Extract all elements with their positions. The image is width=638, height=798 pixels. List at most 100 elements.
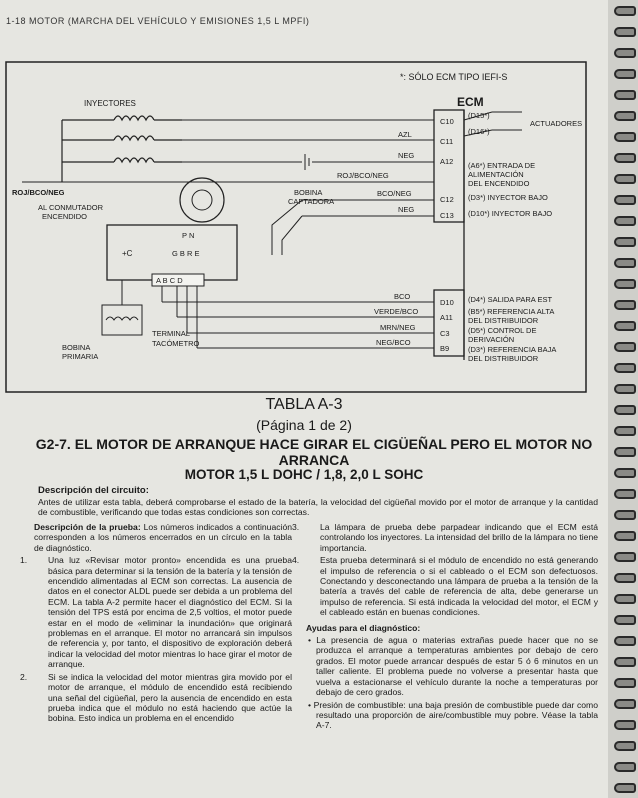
wire-bco: BCO xyxy=(394,292,410,301)
coil-label: BOBINA xyxy=(62,343,90,352)
d15-label: (D15*) xyxy=(468,111,490,120)
binding-ring xyxy=(614,615,636,625)
right-column: 3. La lámpara de prueba debe parpadear in… xyxy=(292,522,598,733)
table-code: G2-7. xyxy=(35,436,71,452)
ecm-right-bottom-6: DEL DISTRIBUIDOR xyxy=(468,354,539,363)
binding-ring xyxy=(614,426,636,436)
injectors-label: INYECTORES xyxy=(84,99,136,108)
item-4-number: 4. xyxy=(292,555,300,566)
binding-ring xyxy=(614,216,636,226)
binding-ring xyxy=(614,783,636,793)
injector-coils xyxy=(61,115,182,182)
page-header: 1-18 MOTOR (MARCHA DEL VEHÍCULO Y EMISIO… xyxy=(6,16,310,26)
wiring-diagram: *: SÓLO ECM TIPO IEFI-S ECM C10 C11 A12 … xyxy=(2,50,608,395)
binding-ring xyxy=(614,27,636,37)
binding-ring xyxy=(614,279,636,289)
ecm-right-bottom-0: (D4*) SALIDA PARA EST xyxy=(468,295,552,304)
primary-label: PRIMARIA xyxy=(62,352,98,361)
pickup-coil-label-1: BOBINA xyxy=(294,188,322,197)
test-item-1: 1. Una luz «Revisar motor pronto» encendi… xyxy=(20,555,292,670)
left-column: Descripción de la prueba: Los números in… xyxy=(20,522,292,726)
binding-ring xyxy=(614,573,636,583)
aids-bullet-1: • La presencia de agua o materias extrañ… xyxy=(308,635,598,698)
distributor-pickup xyxy=(179,177,225,223)
binding-ring xyxy=(614,468,636,478)
item-1-number: 1. xyxy=(20,555,28,566)
wire-roj-bco-neg: ROJ/BCO/NEG xyxy=(337,171,389,180)
circuit-text: Antes de utilizar esta tabla, deberá com… xyxy=(38,497,598,518)
diagram-frame xyxy=(5,61,587,393)
binding-ring xyxy=(614,657,636,667)
test-item-4-text: Esta prueba determinará si el módulo de … xyxy=(320,555,598,618)
pin-b9: B9 xyxy=(440,344,449,353)
binding-ring xyxy=(614,321,636,331)
wire-neg-1: NEG xyxy=(398,151,414,160)
binding-ring xyxy=(614,510,636,520)
test-title: Descripción de la prueba: xyxy=(34,522,141,532)
ecm-note: *: SÓLO ECM TIPO IEFI-S xyxy=(400,72,507,82)
binding-ring xyxy=(614,195,636,205)
primary-coil xyxy=(101,280,143,336)
table-heading-text: EL MOTOR DE ARRANQUE HACE GIRAR EL CIGÜE… xyxy=(74,436,593,468)
pin-c3: C3 xyxy=(440,329,450,338)
wire-neg-2: NEG xyxy=(398,205,414,214)
d16-label: (D16*) xyxy=(468,127,490,136)
switch-label-1: AL CONMUTADOR xyxy=(38,203,104,212)
ecm-right-bottom-2: DEL DISTRIBUIDOR xyxy=(468,316,539,325)
pin-c11: C11 xyxy=(440,137,453,146)
wire-azl: AZL xyxy=(398,130,412,139)
binding-ring xyxy=(614,363,636,373)
binding-ring xyxy=(614,552,636,562)
ecm-right-top-1: ALIMENTACIÓN xyxy=(468,170,524,179)
binding-ring xyxy=(614,237,636,247)
item-3-number: 3. xyxy=(292,522,300,532)
ecm-right-top-3: (D3*) INYECTOR BAJO xyxy=(468,193,548,202)
ecm-right-bottom-5: (D3*) REFERENCIA BAJA xyxy=(468,345,556,354)
binding-ring xyxy=(614,153,636,163)
ecm-right-bottom-3: (D5*) CONTROL DE xyxy=(468,326,536,335)
binding-ring xyxy=(614,132,636,142)
wire-mrn-neg: MRN/NEG xyxy=(380,323,416,332)
binding-ring xyxy=(614,69,636,79)
wire-roj-bco-neg-left: ROJ/BCO/NEG xyxy=(12,188,65,197)
aids-title-text: Ayudas para el diagnóstico: xyxy=(306,622,421,633)
spiral-binding xyxy=(608,0,638,798)
ecm-connector-top xyxy=(433,109,465,223)
binding-ring xyxy=(614,405,636,415)
wiring-diagram-svg: *: SÓLO ECM TIPO IEFI-S ECM C10 C11 A12 … xyxy=(5,61,587,393)
binding-ring xyxy=(614,447,636,457)
table-subtitle: MOTOR 1,5 L DOHC / 1,8, 2,0 L SOHC xyxy=(184,467,424,482)
table-title: TABLA A-3 xyxy=(265,396,343,413)
binding-ring xyxy=(614,678,636,688)
module-abcd: A B C D xyxy=(156,276,183,285)
tachometer-label: TACÓMETRO xyxy=(152,339,200,348)
test-item-3: 3. La lámpara de prueba debe parpadear in… xyxy=(292,522,598,553)
manual-page: 1-18 MOTOR (MARCHA DEL VEHÍCULO Y EMISIO… xyxy=(0,0,608,798)
actuators-label: ACTUADORES xyxy=(530,119,582,128)
module-c: +C xyxy=(122,249,133,258)
terminal-label: TERMINAL xyxy=(152,329,190,338)
test-item-3-text: La lámpara de prueba debe parpadear indi… xyxy=(320,522,598,553)
module-gbre: G B R E xyxy=(172,249,200,258)
test-item-2-text: Si se indica la velocidad del motor mien… xyxy=(48,671,292,724)
module-pn: P N xyxy=(182,231,194,240)
test-intro: Descripción de la prueba: Los números in… xyxy=(34,522,292,553)
binding-ring xyxy=(614,636,636,646)
test-item-2: 2.Si se indica la velocidad del motor mi… xyxy=(20,671,292,724)
binding-ring xyxy=(614,258,636,268)
pin-c10: C10 xyxy=(440,117,454,126)
binding-ring xyxy=(614,531,636,541)
ecm-right-top-0: (A6*) ENTRADA DE xyxy=(468,161,535,170)
test-item-1-text: Una luz «Revisar motor pronto» encendida… xyxy=(48,555,292,670)
pin-a12: A12 xyxy=(440,157,453,166)
binding-ring xyxy=(614,6,636,16)
table-page: (Página 1 de 2) xyxy=(256,417,352,433)
wire-neg-bco: NEG/BCO xyxy=(376,338,411,347)
binding-ring xyxy=(614,594,636,604)
pin-a11: A11 xyxy=(440,313,453,322)
aids-bullet-2: • Presión de combustible: una baja presi… xyxy=(308,699,598,731)
test-item-4: 4. Esta prueba determinará si el módulo d… xyxy=(292,555,598,618)
binding-ring xyxy=(614,384,636,394)
binding-ring xyxy=(614,489,636,499)
table-heading: G2-7. EL MOTOR DE ARRANQUE HACE GIRAR EL… xyxy=(34,436,594,468)
